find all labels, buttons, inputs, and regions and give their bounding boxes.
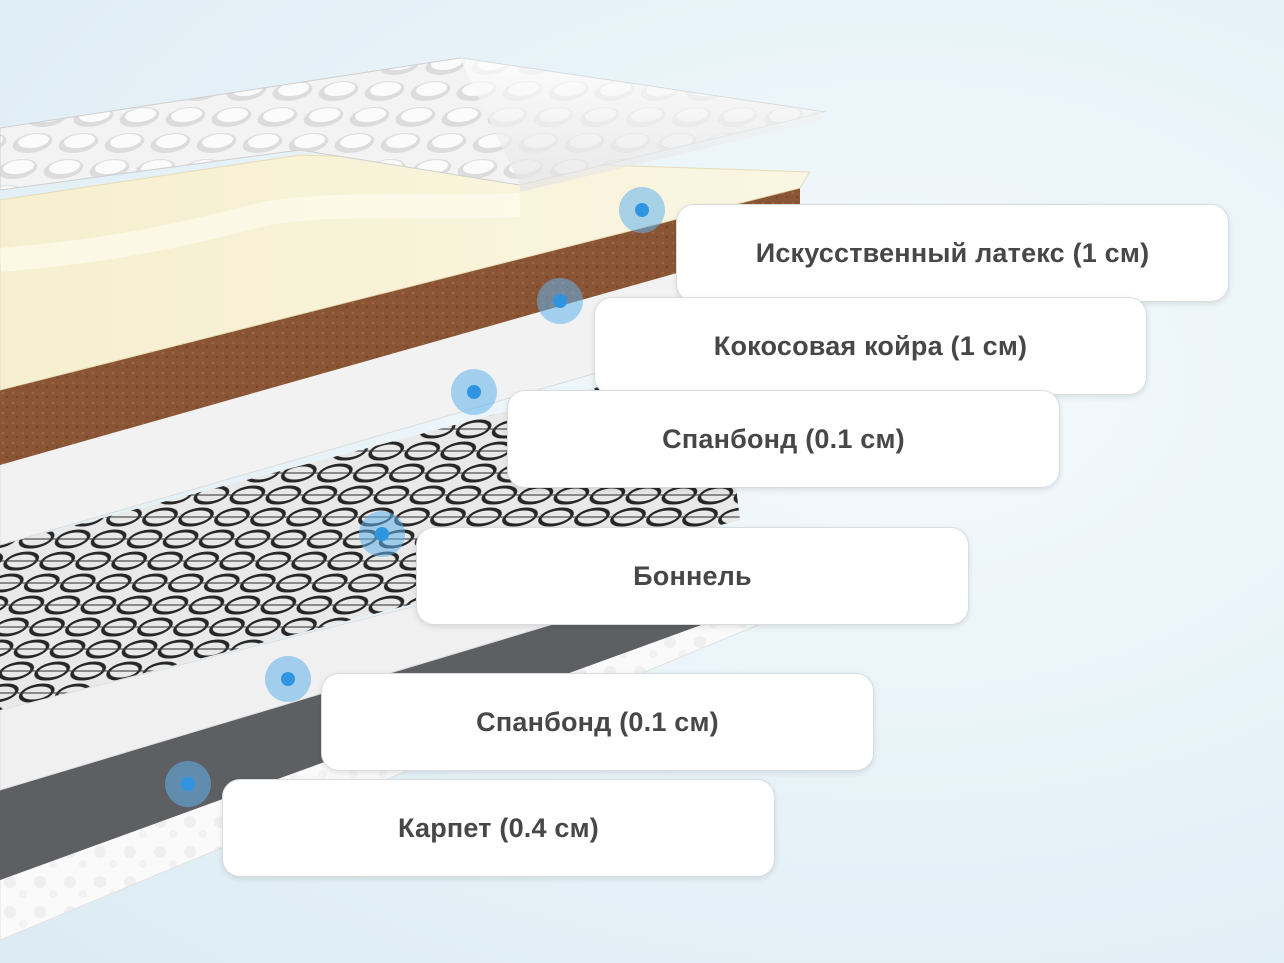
callout-label: Кокосовая койра (1 см)	[714, 331, 1027, 362]
callout-coconut-coir: Кокосовая койра (1 см)	[594, 297, 1147, 395]
marker-dot-icon	[265, 656, 311, 702]
callout-label: Спанбонд (0.1 см)	[476, 707, 719, 738]
callout-carpet: Карпет (0.4 см)	[222, 779, 775, 877]
callout-bonnell: Боннель	[416, 527, 969, 625]
callout-label: Спанбонд (0.1 см)	[662, 424, 905, 455]
marker-dot-icon	[165, 761, 211, 807]
marker-dot-icon	[537, 278, 583, 324]
marker-dot-icon	[359, 511, 405, 557]
callout-label: Карпет (0.4 см)	[398, 813, 599, 844]
callout-label: Боннель	[633, 561, 752, 592]
callout-spunbond-upper: Спанбонд (0.1 см)	[507, 390, 1060, 488]
callout-spunbond-lower: Спанбонд (0.1 см)	[321, 673, 874, 771]
marker-dot-icon	[619, 187, 665, 233]
callout-label: Искусственный латекс (1 см)	[756, 238, 1150, 269]
callout-artificial-latex: Искусственный латекс (1 см)	[676, 204, 1229, 302]
marker-dot-icon	[451, 369, 497, 415]
